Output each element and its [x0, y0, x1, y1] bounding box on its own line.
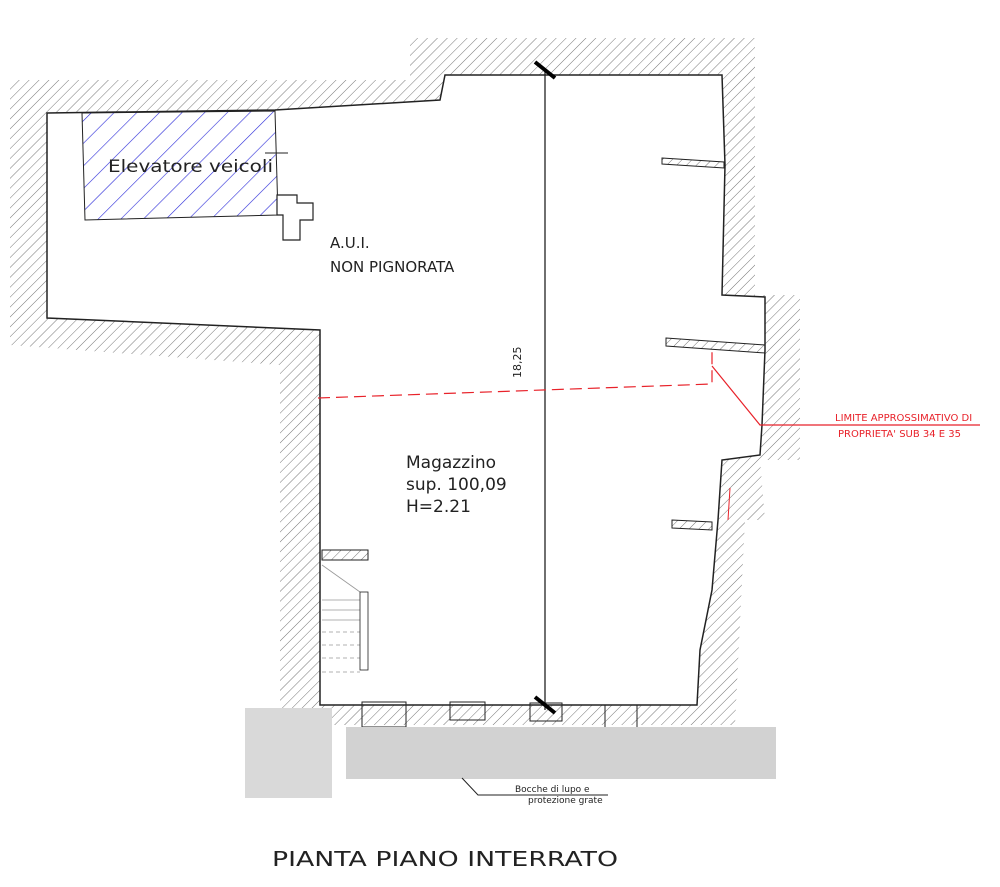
- wall-stub: [661, 157, 725, 169]
- redaction-block: [346, 727, 776, 779]
- pillar: [276, 194, 314, 241]
- limit-label-1: LIMITE APPROSSIMATIVO DI: [835, 413, 972, 424]
- limit-segment: [727, 487, 731, 521]
- property-limit-leader: [711, 365, 980, 426]
- limit-label-2: PROPRIETA' SUB 34 E 35: [838, 429, 961, 440]
- room-height: H=2.21: [406, 497, 471, 517]
- property-limit-line: [317, 350, 713, 399]
- room-area: sup. 100,09: [406, 475, 507, 495]
- redaction-block: [245, 708, 332, 798]
- dimension-label: 18,25: [511, 347, 524, 379]
- dimension-tick: [533, 695, 557, 715]
- staircase: [321, 564, 369, 673]
- note-line-2: protezione grate: [528, 796, 603, 806]
- note-line-1: Bocche di lupo e: [515, 785, 590, 795]
- note-leader: [461, 777, 608, 796]
- wall-stub: [671, 519, 713, 531]
- elevator-label: Elevatore veicoli: [108, 157, 273, 177]
- wall-stub: [665, 337, 766, 354]
- plan-title: PIANTA PIANO INTERRATO: [272, 847, 618, 871]
- wall-stub: [321, 549, 369, 561]
- dimension-tick: [533, 60, 557, 80]
- room-interior: [46, 74, 766, 706]
- aui-label: A.U.I.: [330, 234, 370, 252]
- aui-status: NON PIGNORATA: [330, 258, 455, 276]
- room-name: Magazzino: [406, 453, 496, 473]
